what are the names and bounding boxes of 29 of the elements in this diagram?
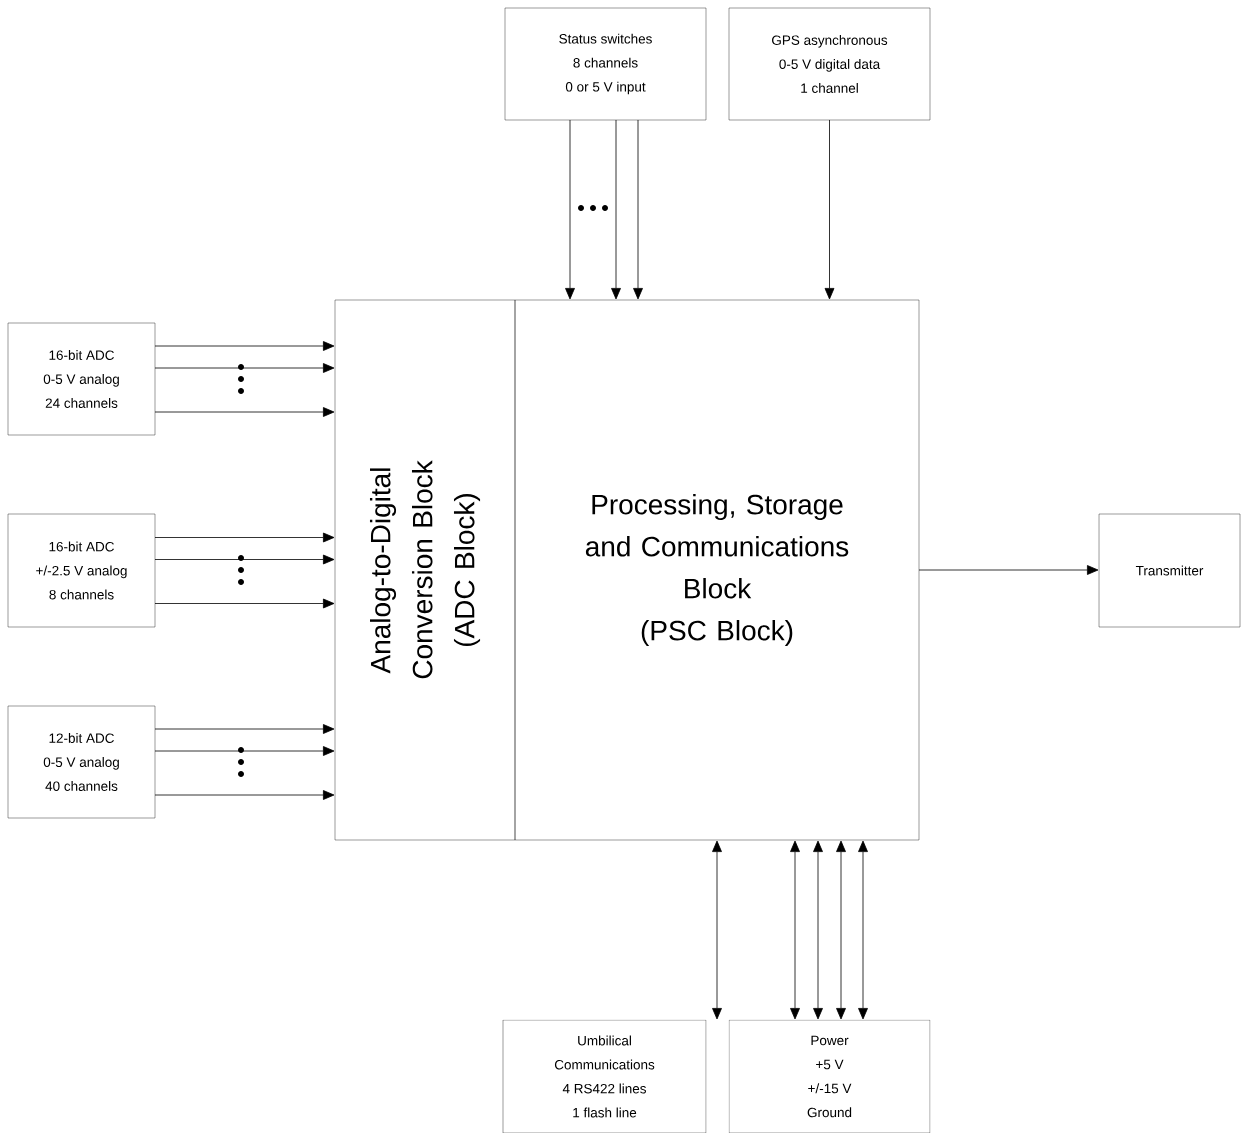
signal-box: Transmitter [1098, 513, 1241, 628]
arrow [565, 119, 575, 300]
arrow [824, 119, 835, 300]
arrow [712, 840, 722, 1020]
signal-box: 12-bit ADC 0-5 V analog 40 channels [7, 705, 156, 819]
arrow [918, 565, 1099, 575]
arrow [154, 363, 335, 373]
signal-box: 16-bit ADC 0-5 V analog 24 channels [7, 322, 156, 436]
arrow [154, 790, 335, 800]
arrow [633, 119, 643, 300]
arrow [154, 724, 335, 734]
signal-box: Status switches 8 channels 0 or 5 V input [504, 7, 707, 121]
arrow [836, 840, 846, 1020]
arrow [154, 746, 335, 756]
arrow [154, 598, 335, 609]
arrow [611, 119, 621, 300]
arrow [154, 554, 335, 565]
arrow [154, 532, 335, 543]
signal-box: Umbilical Communications 4 RS422 lines 1 flash line [502, 1019, 707, 1133]
signal-box: 16-bit ADC +/-2.5 V analog 8 channels [7, 513, 156, 628]
arrow [858, 840, 868, 1020]
arrow [154, 341, 335, 351]
arrow [813, 840, 823, 1020]
conversion-block: Analog-to-Digital Conversion Block (ADC Block) [334, 299, 516, 841]
processing-block: Processing, Storage and Communications Block (PSC Block) [514, 299, 920, 841]
signal-box: Power +5 V +/-15 V Ground [728, 1019, 931, 1133]
signal-box: GPS asynchronous 0-5 V digital data 1 channel [728, 7, 931, 121]
arrow [154, 407, 335, 417]
arrow [790, 840, 800, 1020]
